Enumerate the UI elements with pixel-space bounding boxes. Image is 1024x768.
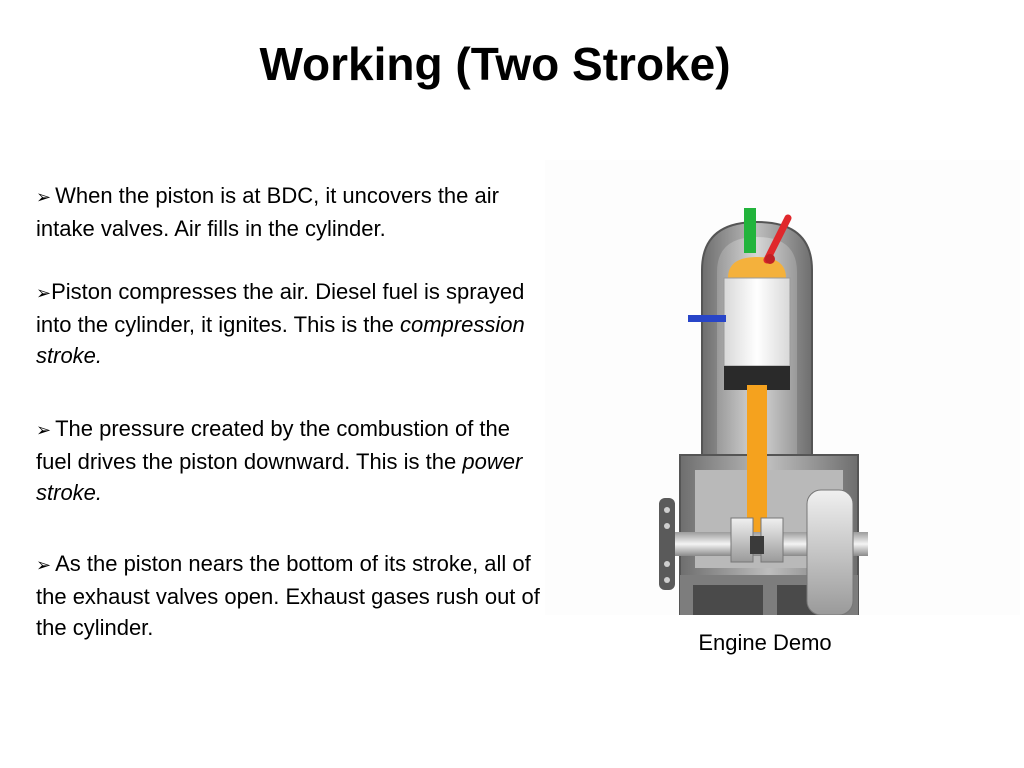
bullet-item: ➢When the piston is at BDC, it uncovers … (36, 180, 546, 244)
bullet-text: Piston compresses the air. Diesel fuel i… (36, 279, 525, 337)
gear-tooth (664, 561, 670, 567)
arrow-bullet-icon: ➢ (36, 283, 52, 303)
crank-pin (750, 536, 764, 554)
exhaust-arrow (763, 214, 792, 264)
intake-arrow (744, 208, 756, 253)
figure-caption: Engine Demo (698, 630, 832, 655)
crank-web (730, 517, 754, 563)
fuel-injector (688, 315, 726, 322)
slide-title: Working (Two Stroke) (259, 38, 731, 90)
crankcase-slot (693, 585, 763, 615)
flywheel (806, 489, 854, 615)
timing-gear (659, 498, 675, 590)
arrow-bullet-icon: ➢ (36, 187, 52, 207)
bullet-text: As the piston nears the bottom of its st… (36, 551, 540, 640)
bullet-emphasis: compression stroke. (36, 312, 525, 368)
bullet-emphasis: power stroke. (36, 449, 523, 505)
bullet-text: The pressure created by the combustion o… (36, 416, 511, 474)
connecting-rod (747, 385, 767, 550)
crank-web (760, 517, 784, 563)
exhaust-port (765, 254, 775, 264)
gear-tooth (664, 523, 670, 529)
engine-animation-figure (545, 160, 1020, 615)
gear-tooth (664, 577, 670, 583)
bullet-list: ➢When the piston is at BDC, it uncovers … (36, 180, 546, 675)
arrow-bullet-icon: ➢ (36, 555, 52, 575)
engine-diagram (659, 208, 868, 615)
piston (723, 277, 791, 367)
bullet-item: ➢Piston compresses the air. Diesel fuel … (36, 276, 546, 371)
bullet-item: ➢As the piston nears the bottom of its s… (36, 548, 546, 643)
bullet-item: ➢The pressure created by the combustion … (36, 413, 546, 508)
arrow-bullet-icon: ➢ (36, 420, 52, 440)
gear-tooth (664, 507, 670, 513)
bullet-text: When the piston is at BDC, it uncovers t… (36, 183, 499, 241)
